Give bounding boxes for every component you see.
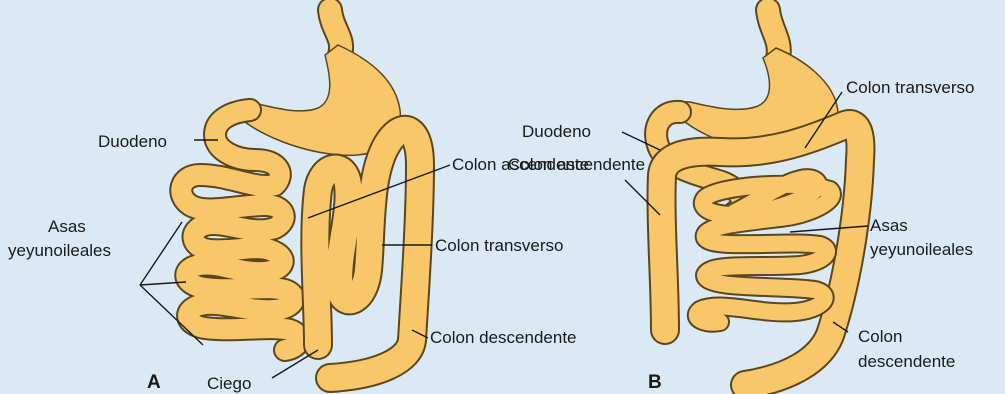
label-colon-ascendente-b: Colon ascendente	[508, 155, 645, 174]
panel-letter-b: B	[648, 372, 662, 393]
label-duodeno-a: Duodeno	[98, 132, 167, 151]
label-ciego-a: Ciego	[207, 374, 251, 393]
label-colon-desc-b-1: Colon	[858, 327, 902, 346]
panel-a-anatomy	[181, 10, 420, 378]
label-asas-a-1: Asas	[48, 217, 86, 236]
label-colon-transverso-a: Colon transverso	[435, 236, 564, 255]
label-colon-descendente-a: Colon descendente	[430, 328, 577, 347]
panel-b-anatomy	[656, 10, 860, 385]
label-duodeno-b: Duodeno	[522, 122, 591, 141]
label-asas-b-1: Asas	[870, 216, 908, 235]
panel-letter-a: A	[147, 372, 161, 393]
label-asas-a-2: yeyunoileales	[8, 241, 111, 260]
label-colon-transverso-b: Colon transverso	[846, 78, 975, 97]
label-asas-b-2: yeyunoileales	[870, 240, 973, 259]
label-colon-desc-b-2: descendente	[858, 352, 955, 371]
